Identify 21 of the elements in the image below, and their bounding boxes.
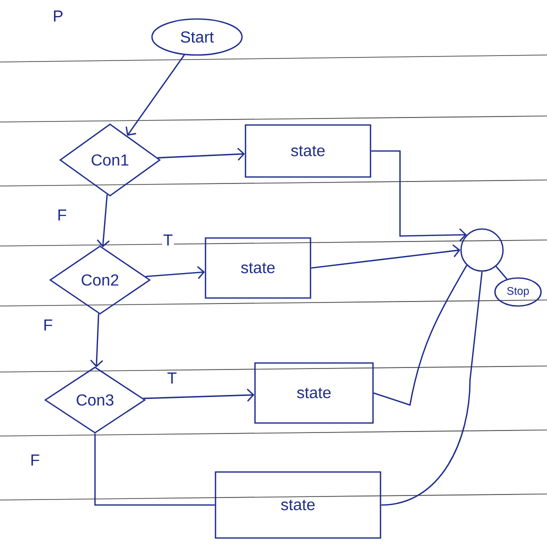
arrow [90,314,104,368]
arrow [371,150,467,242]
process-box: state [214,471,382,539]
arrow [96,194,110,248]
arrow [143,388,254,402]
arrow [311,244,460,269]
arrow [146,266,205,279]
process-box: state [254,362,374,424]
connector-circle [460,228,504,272]
edge-label: F [56,208,68,222]
process-box: state [204,237,312,299]
arrow [126,54,185,136]
edge-label: F [42,318,54,332]
edge-label: T [166,372,178,384]
terminal-oval: Start [151,18,243,56]
page-label: P [54,10,62,22]
terminal-oval: Stop [494,277,542,307]
edge-label: F [29,454,41,466]
process-box: state [244,124,372,178]
edge-label: T [162,234,174,246]
arrow [158,148,245,161]
